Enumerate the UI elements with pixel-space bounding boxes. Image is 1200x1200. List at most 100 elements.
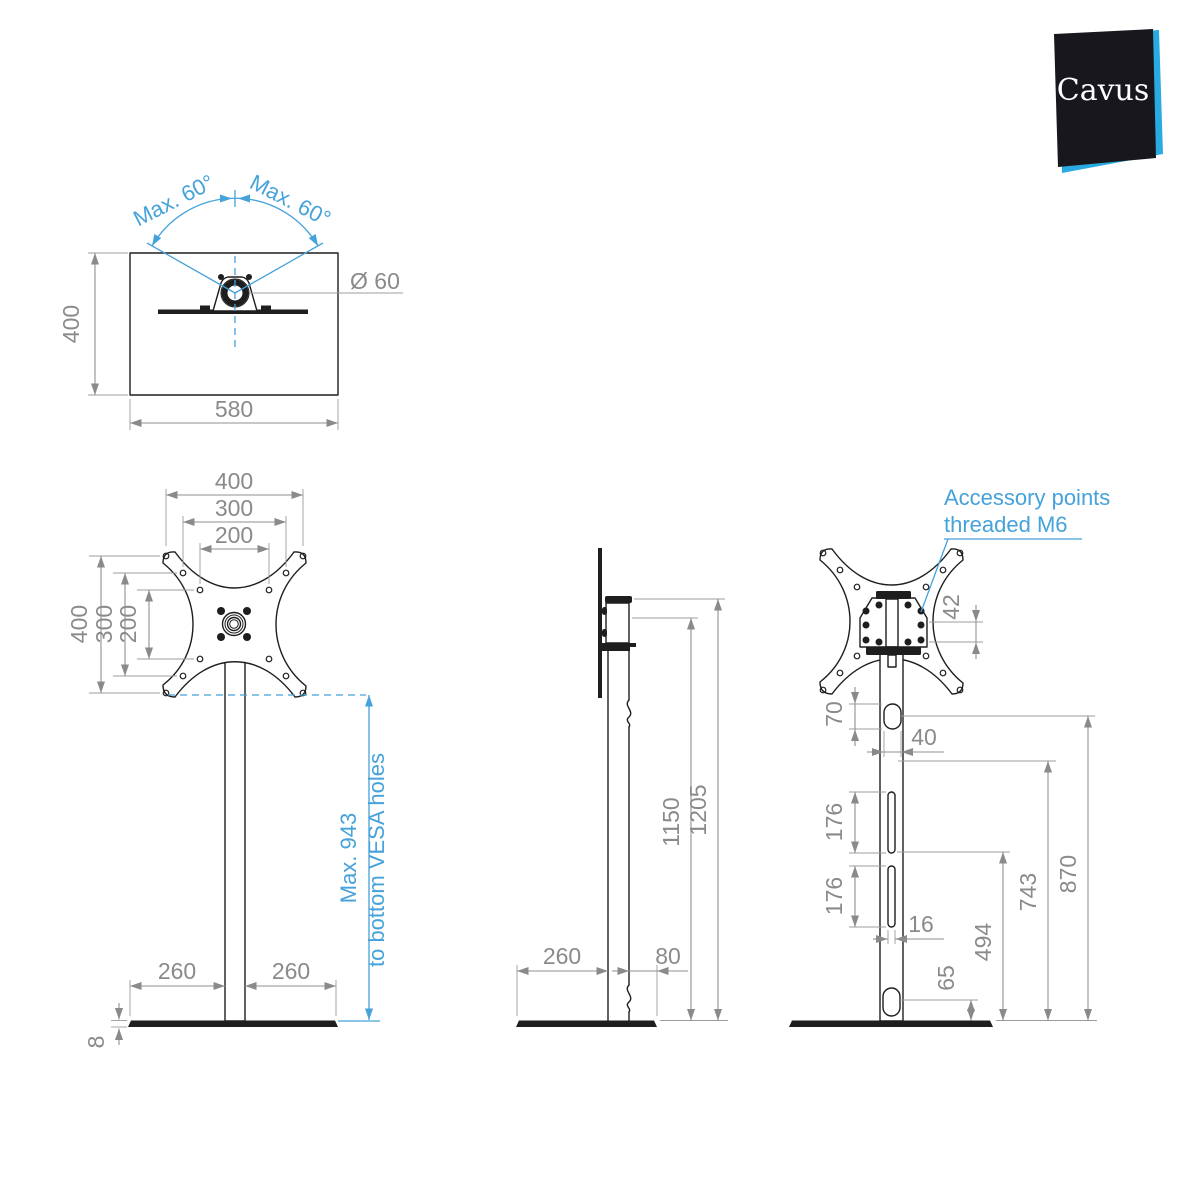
cavus-logo: Cavus	[1054, 29, 1163, 173]
svg-text:743: 743	[1015, 873, 1041, 911]
dim-top-width: 580	[129, 396, 339, 430]
svg-text:16: 16	[908, 911, 934, 937]
svg-text:80: 80	[655, 943, 681, 969]
svg-text:1150: 1150	[658, 797, 684, 846]
svg-text:42: 42	[938, 594, 964, 620]
svg-text:70: 70	[821, 701, 847, 727]
svg-text:400: 400	[66, 605, 92, 643]
svg-text:Max. 943: Max. 943	[336, 813, 361, 904]
bracket-stem	[887, 654, 897, 668]
bracket-cap-rear	[876, 591, 911, 599]
dim-total-height: 1205	[634, 598, 725, 1021]
column	[224, 659, 246, 1022]
dim-slot-lower: 176	[821, 865, 886, 928]
bracket-foot	[602, 643, 636, 651]
dim-top-height: 400	[58, 252, 128, 396]
cable-outlet-bottom	[882, 987, 901, 1017]
bracket-foot-rear	[866, 647, 921, 655]
swivel-ray-left	[146, 242, 236, 294]
dim-bracket-holes: 42	[929, 594, 983, 659]
svg-text:40: 40	[911, 724, 937, 750]
dim-vesa-width-400: 400	[165, 468, 304, 546]
svg-text:300: 300	[91, 605, 117, 643]
tv-plate-edge	[598, 548, 602, 698]
cable-outlet-top	[883, 703, 902, 730]
top-view: Ø 60 Max. 60° Max. 60° 400 580	[58, 169, 403, 430]
dim-vesa-height-300: 300	[91, 572, 177, 677]
dim-base-back: 80	[612, 943, 688, 1016]
bracket-body	[605, 602, 630, 644]
dim-base-right: 260	[245, 958, 337, 1016]
svg-text:300: 300	[215, 495, 253, 521]
hub-mid	[224, 614, 244, 634]
hub-bolts	[217, 607, 251, 641]
svg-text:65: 65	[933, 965, 959, 991]
bracket-cap	[605, 596, 632, 603]
arc-arrow-right	[238, 194, 250, 203]
mount-bracket-rear	[859, 597, 928, 648]
hub-hole-inner	[229, 619, 239, 629]
front-view: 400 300 200 400 300 200	[66, 468, 389, 1048]
svg-text:494: 494	[970, 923, 996, 962]
svg-text:260: 260	[543, 943, 581, 969]
svg-text:8: 8	[83, 1036, 109, 1049]
svg-text:176: 176	[821, 877, 847, 915]
bracket-clip-right	[261, 305, 271, 310]
column-profile	[607, 650, 632, 1022]
hub-hole	[226, 616, 242, 632]
dim-height-870: 870	[901, 715, 1095, 1021]
bracket-ear-left	[218, 274, 224, 280]
dim-slot-width: 16	[873, 911, 944, 944]
dim-height-743: 743	[898, 760, 1056, 1021]
side-view: 260 80 1150 1205	[516, 548, 728, 1027]
base-plate-rear	[789, 1020, 993, 1027]
dim-vesa-width-300: 300	[182, 495, 287, 567]
dim-bottom-outlet: 65	[900, 965, 978, 1021]
dim-slot-upper: 176	[821, 791, 886, 854]
logo-background-shape	[1054, 29, 1156, 167]
dim-vesa-width-200: 200	[199, 522, 270, 584]
svg-text:1205: 1205	[685, 784, 711, 835]
svg-text:Accessory points: Accessory points	[944, 485, 1110, 510]
dim-cable-outlet-height: 70	[821, 687, 882, 746]
bracket-clip-left	[200, 305, 210, 310]
base-plate-side	[516, 1020, 657, 1027]
svg-text:200: 200	[115, 605, 141, 643]
clamp-hook-bottom	[602, 629, 607, 637]
swivel-right-label: Max. 60°	[246, 169, 335, 231]
dim-vesa-height-200: 200	[115, 589, 194, 660]
hub-outer	[221, 611, 247, 637]
tv-bracket-bar	[158, 309, 308, 314]
bracket-ear-right	[246, 274, 252, 280]
rear-view: Accessory points threaded M6 42 70 40	[789, 485, 1110, 1027]
svg-text:870: 870	[1055, 855, 1081, 893]
accessory-bolts	[862, 601, 925, 646]
dim-base-left: 260	[129, 958, 225, 1016]
dim-cable-outlet-width: 40	[867, 724, 944, 757]
svg-text:176: 176	[821, 803, 847, 841]
svg-text:400: 400	[215, 468, 253, 494]
arc-arrow-left	[220, 194, 232, 203]
base-plate-outline	[129, 252, 339, 396]
dim-max-height: Max. 943 to bottom VESA holes	[168, 694, 389, 1022]
cable-slot-lower	[887, 865, 896, 928]
svg-text:to bottom VESA holes: to bottom VESA holes	[364, 753, 389, 967]
svg-text:400: 400	[58, 305, 84, 343]
pole-diameter-label: Ø 60	[350, 268, 400, 294]
svg-text:260: 260	[272, 958, 310, 984]
dim-vesa-height-400: 400	[66, 555, 160, 694]
dim-base-thickness: 8	[83, 1003, 127, 1048]
dim-height-494: 494	[897, 851, 1010, 1021]
clamp-hook-top	[602, 607, 607, 615]
logo-wordmark: Cavus	[1057, 73, 1150, 108]
base-plate	[128, 1020, 338, 1027]
svg-text:threaded M6: threaded M6	[944, 512, 1068, 537]
svg-text:580: 580	[215, 396, 253, 422]
svg-text:260: 260	[158, 958, 196, 984]
dim-base-front: 260	[516, 943, 608, 1016]
cable-slot-upper	[887, 791, 896, 854]
swivel-left-label: Max. 60°	[129, 169, 218, 231]
dim-pole-height: 1150	[632, 617, 698, 1021]
